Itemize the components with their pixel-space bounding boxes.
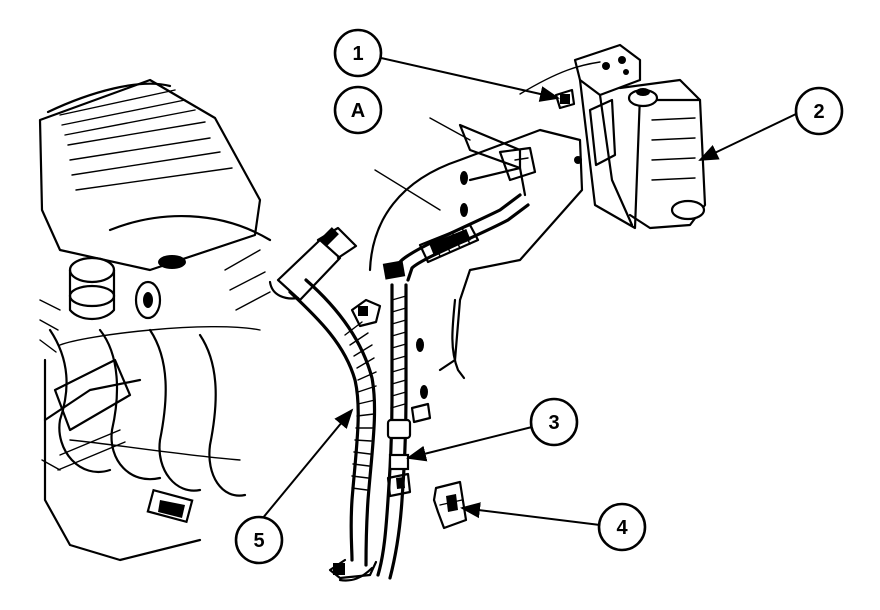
callout-1: 1 <box>333 28 383 78</box>
mounting-bracket <box>368 117 584 399</box>
retaining-clip <box>432 480 468 530</box>
return-hose <box>338 283 412 582</box>
leader-lines <box>261 57 797 526</box>
callout-2: 2 <box>794 86 844 136</box>
engine-block <box>38 78 272 562</box>
hose-clip <box>350 298 432 424</box>
callout-5: 5 <box>234 515 284 565</box>
callout-4-label: 4 <box>616 517 628 539</box>
reservoir <box>519 43 707 230</box>
pump-outlet-fitting <box>268 226 358 302</box>
callout-3: 3 <box>529 397 579 447</box>
bolt <box>554 88 576 110</box>
callout-4: 4 <box>597 502 647 552</box>
callout-A-label: A <box>351 100 365 122</box>
pressure-hose <box>288 278 378 580</box>
callout-A: A <box>333 85 383 135</box>
callout-5-label: 5 <box>253 530 264 552</box>
callout-2-label: 2 <box>813 101 824 123</box>
callout-3-label: 3 <box>548 412 559 434</box>
callout-1-label: 1 <box>352 43 363 65</box>
